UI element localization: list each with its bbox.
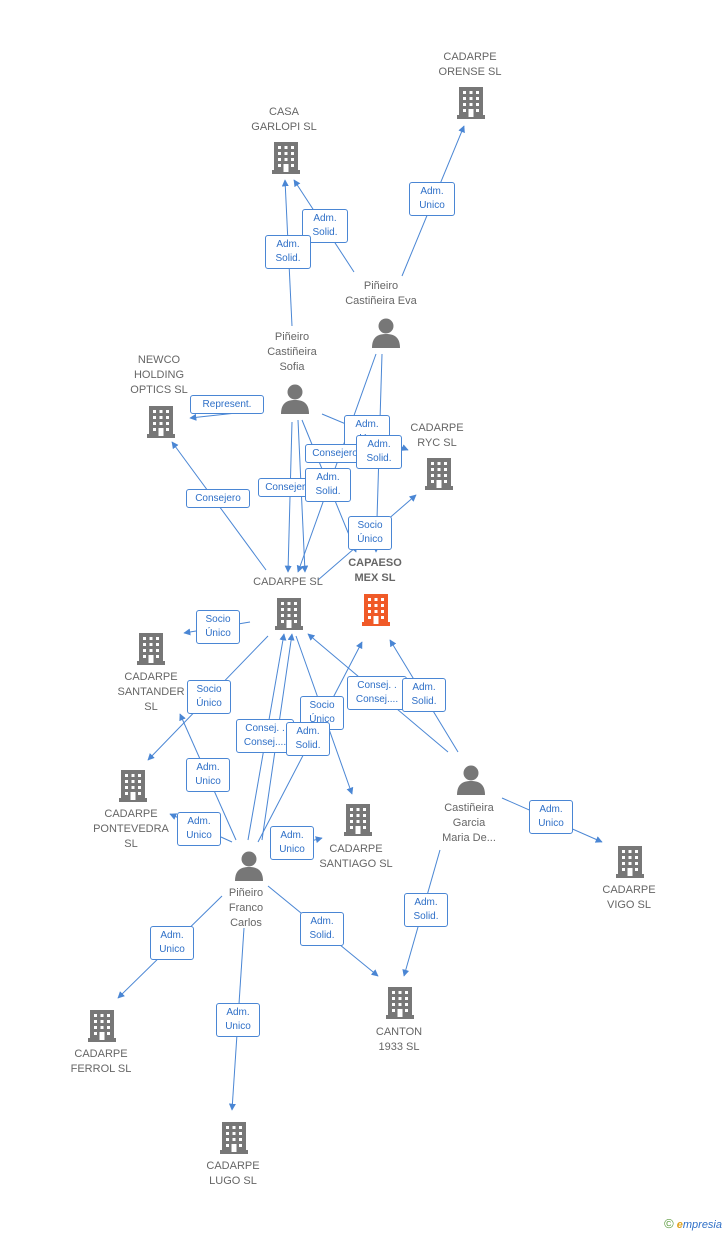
edge-label[interactable]: Adm. Solid. <box>286 722 330 756</box>
edge <box>296 353 377 573</box>
node-label-pineiro-sofia[interactable]: Piñeiro Castiñeira Sofia <box>267 331 317 373</box>
building-icon <box>272 142 300 174</box>
brand-logo: empresia <box>676 1219 722 1231</box>
building-icon <box>344 804 372 836</box>
edge-label[interactable]: Adm. Unico <box>529 800 573 834</box>
edge-label[interactable]: Adm. Solid. <box>265 235 311 269</box>
edge-label[interactable]: Consejero <box>186 489 250 508</box>
building-icon <box>457 87 485 119</box>
edge-label[interactable]: Consej. . Consej.... <box>347 676 407 710</box>
node-label-cadarpe-ferrol[interactable]: CADARPE FERROL SL <box>70 1048 132 1075</box>
edge-label[interactable]: Adm. Unico <box>177 812 221 846</box>
person-icon <box>372 318 400 348</box>
node-label-casa-garlopi[interactable]: CASA GARLOPI SL <box>251 106 317 133</box>
node-label-cadarpe-lugo[interactable]: CADARPE LUGO SL <box>206 1160 260 1187</box>
edge-label[interactable]: Socio Único <box>196 610 240 644</box>
node-label-capaeso[interactable]: CAPAESO MEX SL <box>348 557 402 584</box>
node-label-newco[interactable]: NEWCO HOLDING OPTICS SL <box>130 354 188 396</box>
edge-label[interactable]: Adm. Unico <box>150 926 194 960</box>
node-label-canton[interactable]: CANTON 1933 SL <box>375 1026 423 1053</box>
edge-label[interactable]: Adm. Unico <box>270 826 314 860</box>
edge-label[interactable]: Socio Único <box>187 680 231 714</box>
edge-label[interactable]: Represent. <box>190 395 264 414</box>
edge-label[interactable]: Adm. Unico <box>186 758 230 792</box>
person-icon <box>281 384 309 414</box>
person-icon <box>457 765 485 795</box>
node-label-cadarpe-vigo[interactable]: CADARPE VIGO SL <box>602 884 656 911</box>
building-icon <box>220 1122 248 1154</box>
building-icon <box>616 846 644 878</box>
footer-brand: © empresia <box>664 1216 722 1231</box>
building-icon <box>386 987 414 1019</box>
building-icon <box>425 458 453 490</box>
edge-label[interactable]: Adm. Unico <box>216 1003 260 1037</box>
edge-label[interactable]: Consej. . Consej.... <box>236 719 294 753</box>
edge-label[interactable]: Adm. Solid. <box>305 468 351 502</box>
building-icon <box>88 1010 116 1042</box>
node-label-cadarpe-santiago[interactable]: CADARPE SANTIAGO SL <box>319 843 393 870</box>
node-label-castineira-garcia[interactable]: Castiñeira Garcia Maria De... <box>442 802 496 844</box>
node-label-cadarpe-santander[interactable]: CADARPE SANTANDER SL <box>117 671 185 713</box>
building-icon <box>147 406 175 438</box>
copyright-symbol: © <box>664 1216 674 1231</box>
building-icon <box>119 770 147 802</box>
edge-label[interactable]: Adm. Solid. <box>404 893 448 927</box>
building-icon <box>275 598 303 630</box>
person-icon <box>235 851 263 881</box>
node-label-cadarpe-sl[interactable]: CADARPE SL <box>253 576 323 588</box>
edge-label[interactable]: Adm. Solid. <box>300 912 344 946</box>
edge-label[interactable]: Adm. Solid. <box>402 678 446 712</box>
edge <box>284 421 293 573</box>
node-label-cadarpe-pontevedra[interactable]: CADARPE PONTEVEDRA SL <box>93 808 169 850</box>
node-label-cadarpe-ryc[interactable]: CADARPE RYC SL <box>410 422 464 449</box>
building-icon <box>137 633 165 665</box>
edge-label[interactable]: Adm. Unico <box>409 182 455 216</box>
node-label-pineiro-carlos[interactable]: Piñeiro Franco Carlos <box>228 887 264 929</box>
node-label-pineiro-eva[interactable]: Piñeiro Castiñeira Eva <box>345 280 417 307</box>
node-label-cadarpe-orense[interactable]: CADARPE ORENSE SL <box>438 51 502 78</box>
edge-label[interactable]: Socio Único <box>348 516 392 550</box>
focus-building-icon <box>362 594 390 626</box>
edge-label[interactable]: Adm. Solid. <box>356 435 402 469</box>
